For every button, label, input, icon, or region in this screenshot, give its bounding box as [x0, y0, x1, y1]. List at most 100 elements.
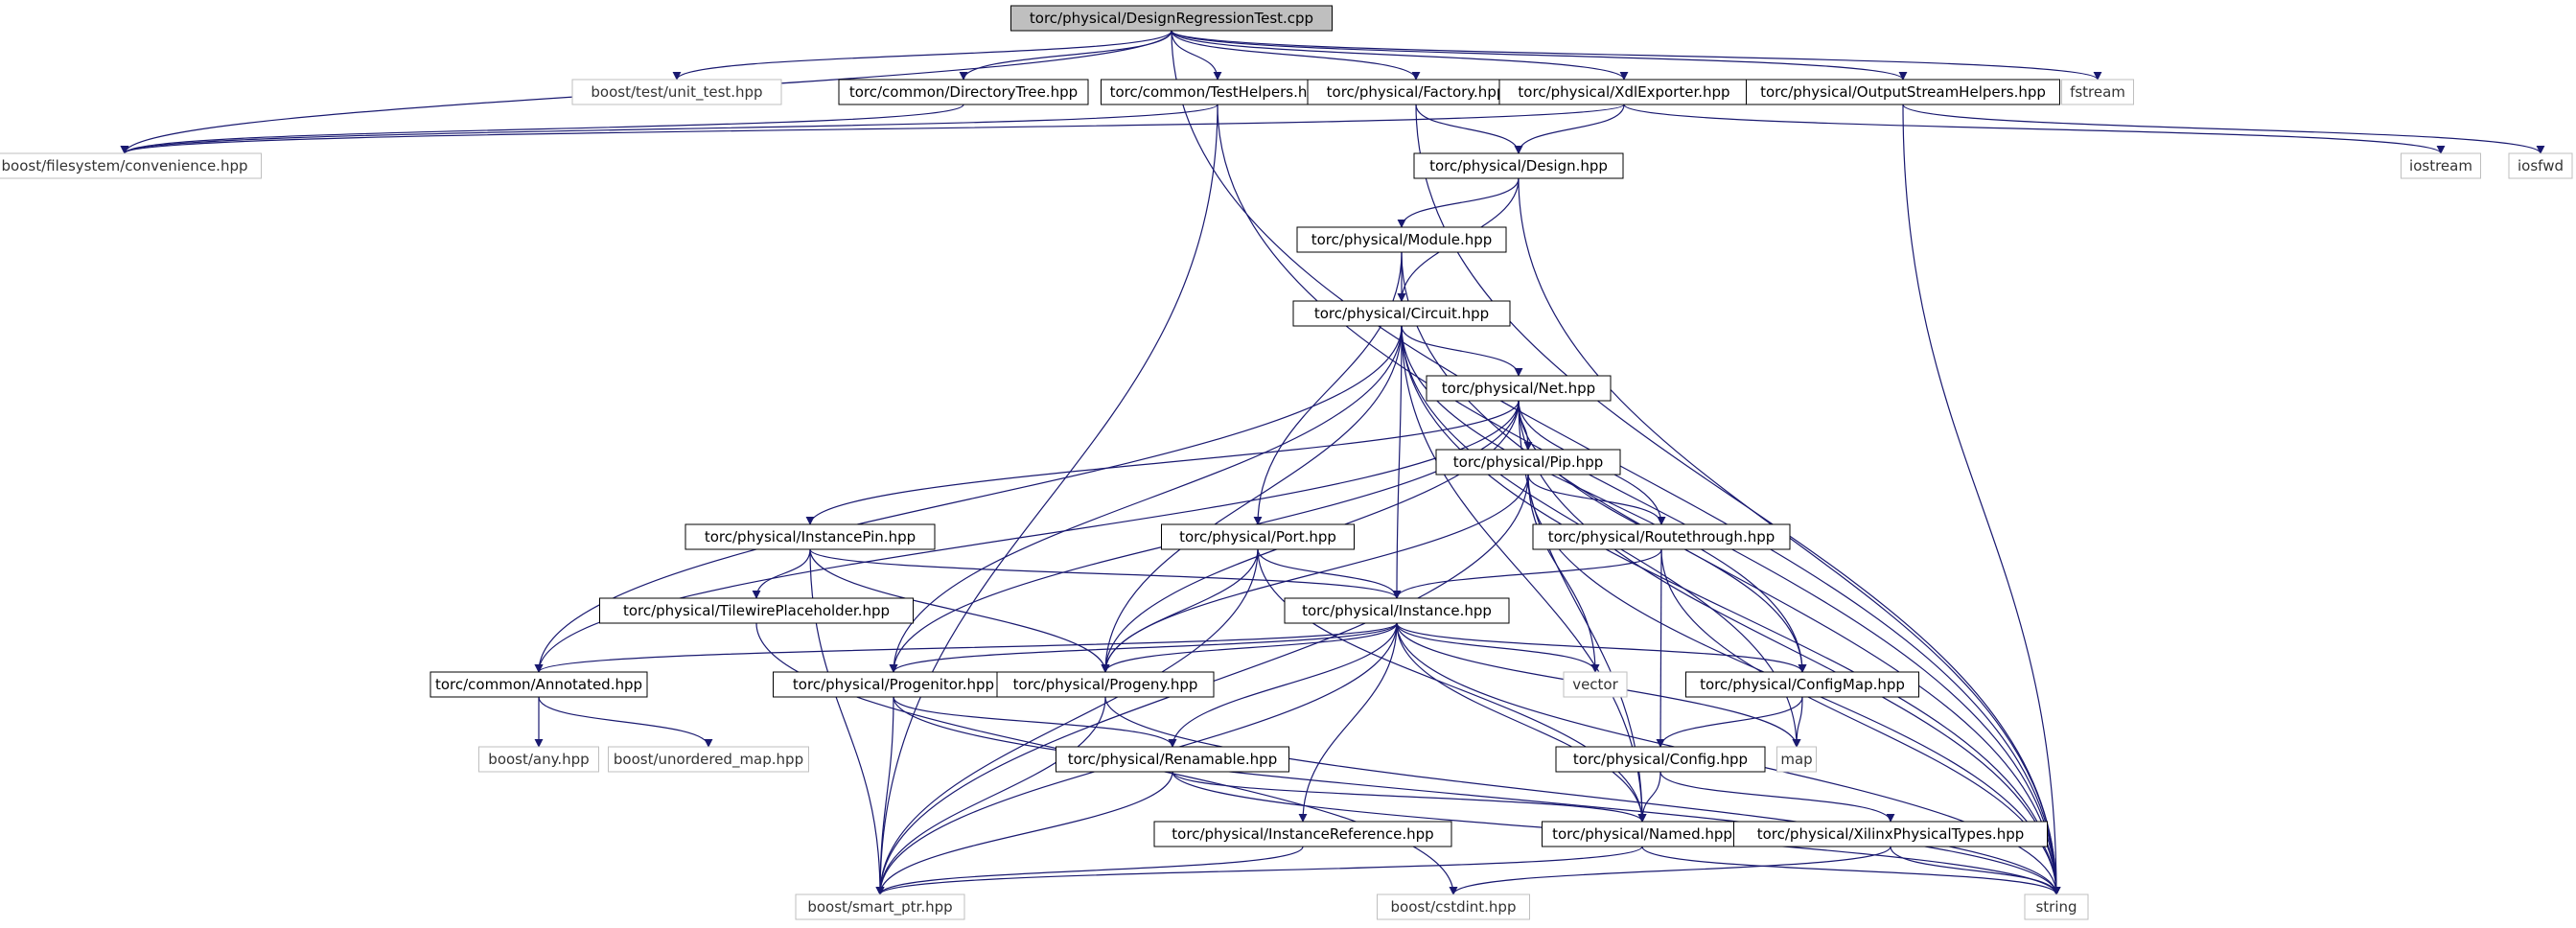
node-box-pip — [1435, 449, 1621, 476]
node-anyhpp: boost/any.hpp — [478, 746, 599, 773]
node-root[interactable]: torc/physical/DesignRegressionTest.cpp — [1010, 5, 1333, 32]
node-box-root — [1010, 5, 1333, 32]
edge-config-to-xilinxtypes — [1659, 771, 1895, 823]
node-label-oshelpers: torc/physical/OutputStreamHelpers.hpp — [1760, 83, 2046, 101]
node-label-instance: torc/physical/Instance.hpp — [1302, 602, 1492, 619]
node-label-configmap: torc/physical/ConfigMap.hpp — [1700, 676, 1905, 693]
edge-configmap-to-map — [1792, 696, 1803, 748]
edge-root-to-oshelpers — [1171, 30, 1908, 81]
node-box-progenitor — [773, 671, 1014, 698]
edge-net-to-string — [1518, 400, 2061, 895]
edge-port-to-smartptr — [875, 548, 1259, 895]
node-box-annotated — [429, 671, 648, 698]
node-box-design — [1413, 152, 1624, 179]
dependency-nodes: torc/physical/DesignRegressionTest.cpp bo… — [0, 5, 2573, 920]
edge-port-to-instance — [1257, 548, 1402, 599]
node-net[interactable]: torc/physical/Net.hpp — [1426, 375, 1612, 402]
edge-factory-to-string — [1415, 104, 2061, 895]
node-factory[interactable]: torc/physical/Factory.hpp — [1307, 79, 1525, 105]
node-testhelpers[interactable]: torc/common/TestHelpers.hpp — [1101, 79, 1334, 105]
node-label-unit_test: boost/test/unit_test.hpp — [591, 83, 762, 102]
node-label-progeny: torc/physical/Progeny.hpp — [1013, 676, 1198, 693]
node-vector: vector — [1563, 671, 1628, 698]
edge-circuit-to-configmap — [1401, 325, 1807, 673]
node-xdlexp[interactable]: torc/physical/XdlExporter.hpp — [1498, 79, 1750, 105]
node-box-cstdint — [1377, 893, 1530, 920]
node-fstream: fstream — [2061, 79, 2134, 105]
edge-root-to-testhelpers — [1171, 30, 1222, 81]
node-circuit[interactable]: torc/physical/Circuit.hpp — [1292, 300, 1511, 327]
edge-instance-to-progenitor — [889, 622, 1398, 673]
node-iostream: iostream — [2401, 152, 2481, 179]
node-oshelpers[interactable]: torc/physical/OutputStreamHelpers.hpp — [1746, 79, 2060, 105]
edge-progenitor-to-renamable — [893, 696, 1177, 748]
edge-testhelpers-to-fsconv — [120, 104, 1218, 154]
edge-progenitor-to-string — [893, 696, 2061, 895]
edge-instance-to-vector — [1396, 622, 1600, 673]
edge-module-to-string — [1401, 251, 2061, 895]
edge-routethrough-to-config — [1656, 548, 1665, 748]
edge-net-to-instpin — [805, 400, 1520, 525]
edge-instpin-to-instance — [809, 548, 1402, 599]
edge-port-to-progeny — [1101, 548, 1259, 673]
node-pip[interactable]: torc/physical/Pip.hpp — [1435, 449, 1621, 476]
edge-progenitor-to-smartptr — [875, 696, 894, 895]
node-box-xdlexp — [1498, 79, 1750, 105]
node-label-design: torc/physical/Design.hpp — [1429, 157, 1608, 174]
node-box-net — [1426, 375, 1612, 402]
node-label-annotated: torc/common/Annotated.hpp — [435, 676, 642, 693]
node-design[interactable]: torc/physical/Design.hpp — [1413, 152, 1624, 179]
node-label-dirtree: torc/common/DirectoryTree.hpp — [849, 83, 1078, 101]
node-configmap[interactable]: torc/physical/ConfigMap.hpp — [1685, 671, 1919, 698]
edge-oshelpers-to-iosfwd — [1902, 104, 2545, 154]
node-box-iostream — [2401, 152, 2481, 179]
node-unit_test: boost/test/unit_test.hpp — [571, 79, 782, 105]
node-module[interactable]: torc/physical/Module.hpp — [1296, 226, 1507, 253]
edge-instance-to-progeny — [1101, 622, 1398, 673]
node-renamable[interactable]: torc/physical/Renamable.hpp — [1056, 746, 1289, 773]
node-config[interactable]: torc/physical/Config.hpp — [1555, 746, 1766, 773]
node-annotated[interactable]: torc/common/Annotated.hpp — [429, 671, 648, 698]
node-port[interactable]: torc/physical/Port.hpp — [1161, 523, 1355, 550]
edge-pip-to-routethrough — [1527, 474, 1666, 525]
node-named[interactable]: torc/physical/Named.hpp — [1542, 821, 1743, 847]
node-box-configmap — [1685, 671, 1919, 698]
edge-testhelpers-to-string — [1217, 104, 2061, 895]
node-xilinxtypes[interactable]: torc/physical/XilinxPhysicalTypes.hpp — [1733, 821, 2048, 847]
node-label-instpin: torc/physical/InstancePin.hpp — [705, 528, 916, 545]
node-map: map — [1776, 746, 1817, 773]
edge-circuit-to-progenitor — [889, 325, 1403, 673]
node-box-fsconv — [0, 152, 262, 179]
edge-dirtree-to-fsconv — [120, 104, 964, 154]
node-box-testhelpers — [1101, 79, 1334, 105]
edge-xilinxtypes-to-string — [1890, 846, 2061, 895]
node-label-port: torc/physical/Port.hpp — [1179, 528, 1336, 545]
node-label-root: torc/physical/DesignRegressionTest.cpp — [1030, 10, 1313, 27]
edge-module-to-port — [1253, 251, 1403, 525]
node-progenitor[interactable]: torc/physical/Progenitor.hpp — [773, 671, 1014, 698]
node-instref[interactable]: torc/physical/InstanceReference.hpp — [1153, 821, 1452, 847]
node-dirtree[interactable]: torc/common/DirectoryTree.hpp — [838, 79, 1089, 105]
node-string: string — [2024, 893, 2089, 920]
node-progeny[interactable]: torc/physical/Progeny.hpp — [996, 671, 1215, 698]
node-instance[interactable]: torc/physical/Instance.hpp — [1284, 597, 1510, 624]
edge-renamable-to-smartptr — [875, 771, 1173, 895]
edge-circuit-to-net — [1401, 325, 1523, 377]
node-label-fstream: fstream — [2070, 83, 2125, 101]
node-unordmap: boost/unordered_map.hpp — [608, 746, 809, 773]
node-box-string — [2024, 893, 2089, 920]
node-smartptr: boost/smart_ptr.hpp — [795, 893, 965, 920]
node-routethrough[interactable]: torc/physical/Routethrough.hpp — [1532, 523, 1791, 550]
edge-renamable-to-named — [1172, 771, 1647, 823]
node-box-routethrough — [1532, 523, 1791, 550]
node-label-anyhpp: boost/any.hpp — [488, 751, 589, 768]
edge-pip-to-vector — [1527, 474, 1600, 673]
node-box-oshelpers — [1746, 79, 2060, 105]
node-box-iosfwd — [2508, 152, 2573, 179]
node-instpin[interactable]: torc/physical/InstancePin.hpp — [685, 523, 936, 550]
node-label-unordmap: boost/unordered_map.hpp — [614, 751, 803, 769]
node-label-smartptr: boost/smart_ptr.hpp — [807, 898, 952, 916]
node-tileplace[interactable]: torc/physical/TilewirePlaceholder.hpp — [599, 597, 914, 624]
edge-root-to-factory — [1171, 30, 1421, 81]
node-box-circuit — [1292, 300, 1511, 327]
